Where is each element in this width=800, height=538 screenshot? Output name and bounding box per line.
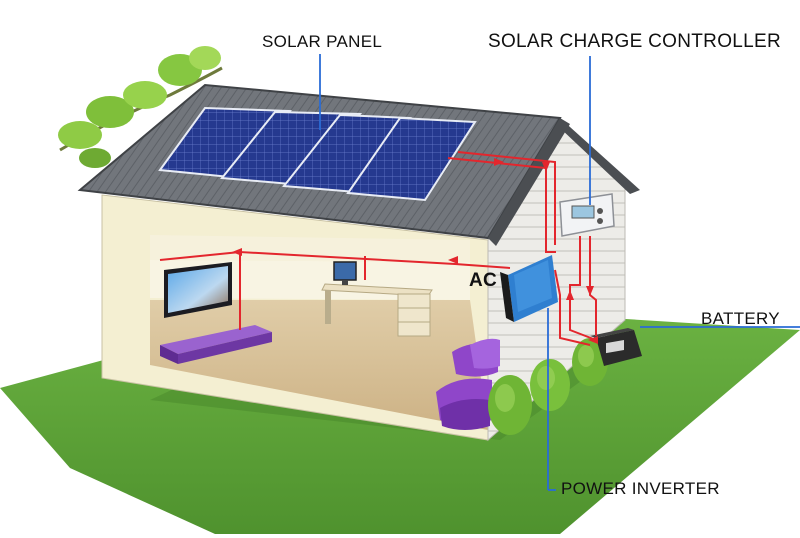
armchairs: [436, 338, 500, 430]
tree-branch: [58, 46, 223, 168]
label-ac: AC: [469, 270, 498, 291]
charge-controller-device: [559, 193, 615, 237]
label-power-inverter: POWER INVERTER: [561, 479, 720, 498]
bed: [160, 325, 272, 364]
desk-with-computer: [321, 261, 433, 337]
battery-device: [590, 328, 642, 366]
label-solar-charge-controller: SOLAR CHARGE CONTROLLER: [488, 31, 782, 52]
leader-lines: [319, 54, 800, 491]
label-solar-panel: SOLAR PANEL: [262, 32, 383, 51]
power-inverter-device: [500, 255, 558, 322]
label-battery: BATTERY: [701, 309, 780, 328]
wire-arrows: [232, 158, 598, 344]
shrubs: [488, 338, 608, 435]
solar-panels: [158, 106, 477, 202]
television: [164, 262, 232, 318]
